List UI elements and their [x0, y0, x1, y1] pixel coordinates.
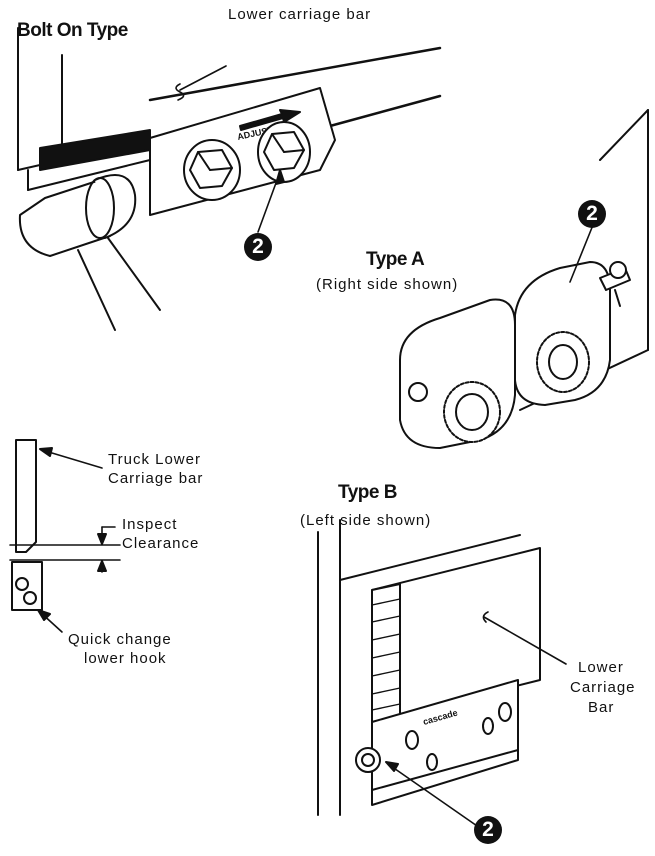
section-view-drawing [9, 439, 121, 633]
type-a-title: Type A [366, 249, 425, 270]
type-b-drawing: cascade [317, 519, 567, 829]
type-b-bar-label-line2: Carriage [570, 679, 636, 696]
inspect-label-line1: Inspect [122, 516, 178, 533]
type-a-subtitle: (Right side shown) [316, 276, 459, 293]
hook-label-line1: Quick change [68, 631, 172, 648]
hook-label-line2: lower hook [84, 650, 167, 667]
type-a-drawing [399, 109, 649, 449]
callout-2-type-b: 2 [474, 816, 502, 844]
inspect-label-line2: Clearance [122, 535, 200, 552]
callout-2-bolt-on: 2 [244, 233, 272, 261]
type-b-bar-label-line3: Bar [588, 699, 615, 716]
type-b-subtitle: (Left side shown) [300, 512, 432, 529]
truck-bar-label-line1: Truck Lower [108, 451, 201, 468]
callout-2-type-a: 2 [578, 200, 606, 228]
bolt-right [257, 121, 311, 183]
type-b-title: Type B [338, 482, 397, 503]
bolt-on-type-drawing: ADJUST [17, 27, 442, 331]
lower-carriage-bar-label: Lower carriage bar [228, 6, 372, 23]
truck-bar-label-line2: Carriage bar [108, 470, 204, 487]
bolt-on-type-title: Bolt On Type [17, 20, 128, 41]
type-b-bar-label-line1: Lower [578, 659, 624, 676]
bolt-left [183, 139, 241, 201]
